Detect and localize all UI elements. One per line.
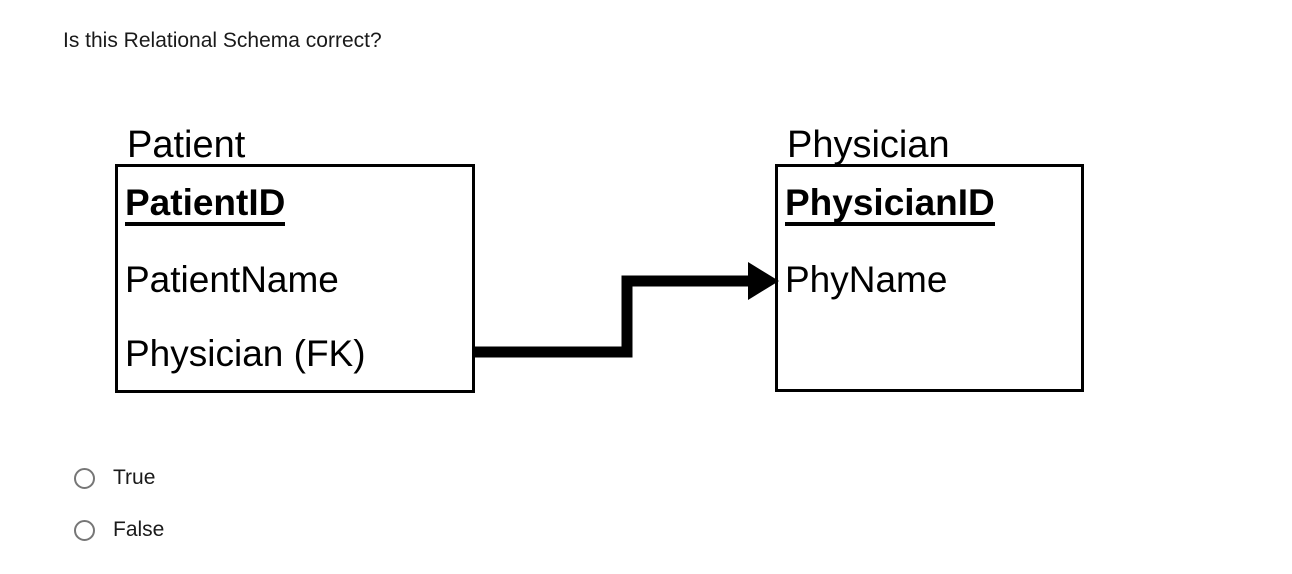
option-false-label: False	[113, 518, 165, 541]
entity-physician-title: Physician	[787, 124, 950, 167]
entity-patient-box	[115, 164, 475, 393]
entity-physician-box	[775, 164, 1084, 392]
attribute-patientid-label: PatientID	[125, 184, 286, 226]
entity-patient-title: Patient	[127, 124, 246, 167]
attribute-physician-fk-label: Physician (FK)	[125, 332, 366, 374]
radio-true-icon[interactable]	[74, 467, 95, 489]
option-true-label: True	[113, 466, 156, 489]
entity-patient-attributes: PatientID PatientName Physician (FK)	[115, 164, 366, 390]
attribute-physicianid-label: PhysicianID	[785, 184, 995, 226]
connector-line-icon	[474, 275, 750, 358]
attribute-patientname-label: PatientName	[125, 258, 339, 300]
question-text: Is this Relational Schema correct?	[63, 29, 382, 52]
radio-false-icon[interactable]	[74, 519, 95, 541]
attribute-phyname-label: PhyName	[785, 258, 948, 300]
answer-options: True False	[63, 452, 164, 556]
relational-schema-diagram: Patient PatientID PatientName Physician …	[115, 124, 1084, 393]
option-false[interactable]: False	[63, 504, 164, 556]
entity-physician-attributes: PhysicianID PhyName	[775, 164, 995, 316]
option-true[interactable]: True	[63, 452, 164, 504]
